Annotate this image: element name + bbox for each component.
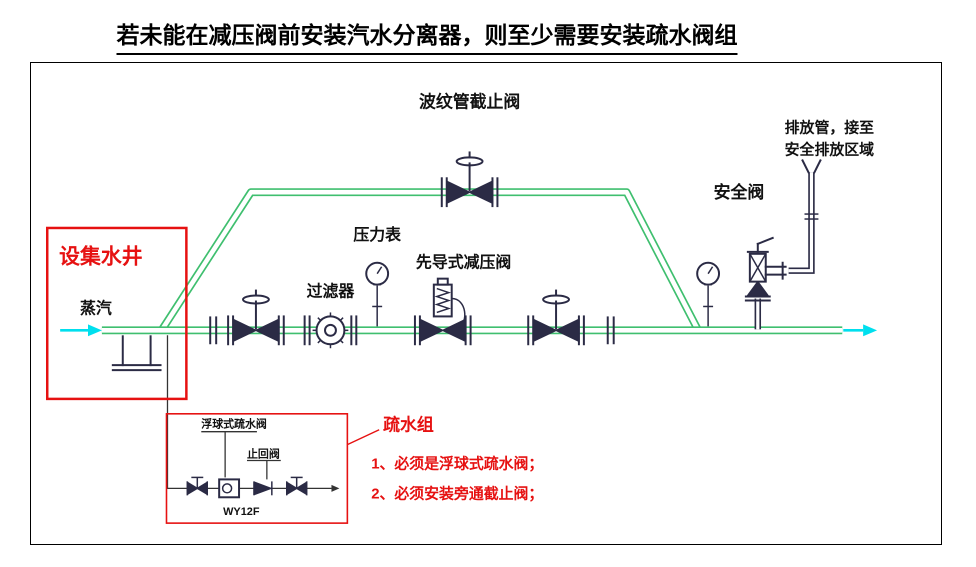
label-discharge-2: 安全排放区域 <box>785 140 874 158</box>
drain-group-box <box>165 413 349 524</box>
collection-well-highlight-box <box>45 226 188 401</box>
label-bellows-stop-valve: 波纹管截止阀 <box>419 92 520 112</box>
diagram-frame: 蒸汽 设集水井 过滤器 压力表 先导式减压阀 波纹管截止阀 安全阀 排放管，接至… <box>30 62 942 545</box>
trap-inlet-valve <box>186 476 208 497</box>
piping-schematic: 蒸汽 设集水井 过滤器 压力表 先导式减压阀 波纹管截止阀 安全阀 排放管，接至… <box>45 92 878 524</box>
diagram-title: 若未能在减压阀前安装汽水分离器，则至少需要安装疏水阀组 <box>116 16 738 55</box>
collection-well-symbol <box>111 335 162 372</box>
label-trap-model: WY12F <box>223 506 260 518</box>
bellows-stop-valve-symbol <box>440 151 499 208</box>
label-strainer: 过滤器 <box>307 282 356 301</box>
outlet-globe-valve <box>527 289 585 346</box>
inlet-globe-valve <box>227 289 285 346</box>
drain-group-leader <box>347 429 380 446</box>
label-float-trap: 浮球式疏水阀 <box>201 417 267 431</box>
flow-arrow-left <box>60 324 102 337</box>
label-discharge-1: 排放管，接至 <box>785 119 874 137</box>
flow-arrow-right <box>843 324 878 337</box>
label-pressure-gauge: 压力表 <box>353 225 401 244</box>
label-pilot-prv: 先导式减压阀 <box>416 253 511 272</box>
label-drain-group: 疏水组 <box>383 415 434 435</box>
safety-valve-symbol <box>744 236 787 302</box>
bypass-pipe <box>158 188 702 333</box>
label-safety-valve: 安全阀 <box>714 182 765 202</box>
label-note-2: 2、必须安装旁通截止阀； <box>371 484 543 502</box>
label-note-1: 1、必须是浮球式疏水阀； <box>371 454 543 472</box>
check-valve-symbol <box>253 480 273 497</box>
float-trap-symbol <box>218 478 241 499</box>
label-collection-well: 设集水井 <box>59 245 143 269</box>
pressure-gauge-2 <box>696 261 721 328</box>
label-check-valve: 止回阀 <box>247 447 280 461</box>
pilot-prv-symbol <box>413 277 472 346</box>
discharge-pipe <box>788 159 822 274</box>
label-steam: 蒸汽 <box>80 298 112 317</box>
trap-outlet-valve <box>285 476 308 497</box>
drain-flow-arrow <box>331 484 340 492</box>
drain-line <box>166 335 340 492</box>
pressure-gauge-1 <box>365 261 390 328</box>
